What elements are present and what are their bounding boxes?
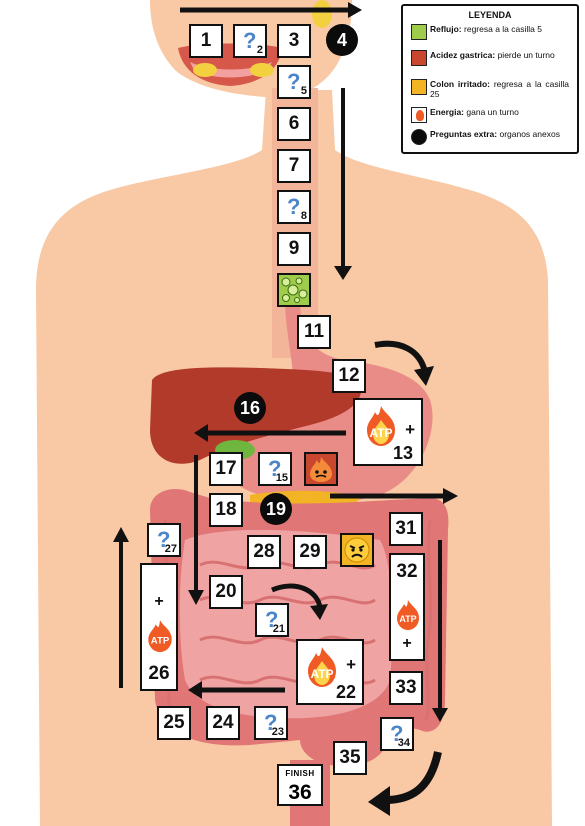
plus-label: + — [154, 593, 164, 610]
board-cell-28[interactable]: 28 — [247, 535, 281, 569]
plus-label: + — [346, 655, 356, 674]
legend-title: LEYENDA — [468, 10, 512, 20]
cell-number: 26 — [148, 663, 170, 684]
legend-item-energy: Energia: gana un turno — [411, 107, 569, 123]
legend-text: gana un turno — [466, 107, 519, 117]
legend-term: Acidez gastrica: — [430, 50, 496, 60]
black-circle-icon — [411, 129, 427, 145]
reflux-icon — [281, 277, 308, 303]
board-cell-5-question[interactable]: ? 5 — [277, 65, 311, 99]
legend-item-colon: Colon irritado: regresa a la casilla 25 — [411, 79, 569, 99]
board-cell-32-energy[interactable]: 32 ATP + — [389, 553, 425, 661]
board-cell-18[interactable]: 18 — [209, 493, 243, 527]
board-cell-27-question[interactable]: ? 27 — [147, 523, 181, 557]
board-cell-1[interactable]: 1 — [189, 24, 223, 58]
finish-label: FINISH — [285, 769, 315, 778]
board-cell-17[interactable]: 17 — [209, 452, 243, 486]
energy-flame-icon — [411, 107, 427, 123]
board-cell-35[interactable]: 35 — [333, 741, 367, 775]
cell-number: 22 — [335, 682, 356, 702]
angry-face-icon — [411, 79, 427, 95]
question-icon: ? — [390, 721, 404, 746]
cell-number: 36 — [288, 781, 312, 804]
angry-face-icon — [344, 537, 370, 563]
board-cell-20[interactable]: 20 — [209, 575, 243, 609]
atp-label: ATP — [369, 426, 392, 440]
board-cell-24[interactable]: 24 — [206, 706, 240, 740]
board-cell-25[interactable]: 25 — [157, 706, 191, 740]
legend-item-acid: Acidez gastrica: pierde un turno — [411, 50, 569, 66]
legend-term: Colon irritado: — [430, 79, 490, 89]
board-cell-16-extra-question[interactable]: 16 — [234, 392, 266, 424]
legend-term: Energia: — [430, 107, 465, 117]
question-icon: ? — [157, 527, 171, 552]
board-cell-22-energy[interactable]: ATP + 22 — [296, 639, 364, 705]
acid-icon — [411, 50, 427, 66]
board-cell-14-acid[interactable] — [304, 452, 338, 486]
board-cell-9[interactable]: 9 — [277, 232, 311, 266]
board-cell-30-irritated-colon[interactable] — [340, 533, 374, 567]
board-cell-4-extra-question[interactable]: 4 — [326, 24, 358, 56]
reflux-icon — [411, 24, 427, 40]
energy-flame-icon: ATP — [367, 406, 395, 446]
question-icon: ? — [264, 710, 278, 735]
atp-label: ATP — [399, 614, 416, 624]
board-cell-36-finish[interactable]: FINISH 36 — [277, 764, 323, 806]
board-cell-11[interactable]: 11 — [297, 315, 331, 349]
board-cell-23-question[interactable]: ? 23 — [254, 706, 288, 740]
question-icon: ? — [287, 69, 301, 94]
plus-label: + — [402, 635, 412, 652]
board-cell-26-energy[interactable]: + ATP 26 — [140, 563, 178, 691]
legend-term: Reflujo: — [430, 24, 462, 34]
legend-item-reflux: Reflujo: regresa a la casilla 5 — [411, 24, 569, 40]
board-cell-6[interactable]: 6 — [277, 107, 311, 141]
legend-text: regresa a la casilla 25 — [430, 79, 569, 99]
board-cell-21-question[interactable]: ? 21 — [255, 603, 289, 637]
question-icon: ? — [287, 194, 301, 219]
cell-number: 32 — [396, 561, 418, 582]
board-cell-31[interactable]: 31 — [389, 512, 423, 546]
question-icon: ? — [265, 607, 279, 632]
board-cell-2-question[interactable]: ? 2 — [233, 24, 267, 58]
board-cell-7[interactable]: 7 — [277, 149, 311, 183]
board-cell-15-question[interactable]: ? 15 — [258, 452, 292, 486]
board-cell-19-extra-question[interactable]: 19 — [260, 493, 292, 525]
board-cell-10-reflux[interactable] — [277, 273, 311, 307]
energy-flame-icon: ATP — [397, 600, 419, 630]
board-cell-12[interactable]: 12 — [332, 359, 366, 393]
board-cell-33[interactable]: 33 — [389, 671, 423, 705]
energy-flame-icon: ATP — [148, 620, 172, 652]
legend-panel: LEYENDA Reflujo: regresa a la casilla 5 … — [401, 4, 579, 154]
legend-text: organos anexos — [499, 129, 560, 139]
atp-label: ATP — [310, 667, 333, 681]
legend-text: regresa a la casilla 5 — [464, 24, 542, 34]
board-cell-34-question[interactable]: ? 34 — [380, 717, 414, 751]
question-icon: ? — [268, 456, 282, 481]
board-cell-13-energy[interactable]: ATP + 13 — [353, 398, 423, 466]
legend-text: pierde un turno — [497, 50, 555, 60]
legend-item-extra-questions: Preguntas extra: organos anexos — [411, 129, 569, 145]
legend-term: Preguntas extra: — [430, 129, 498, 139]
energy-flame-icon: ATP — [308, 647, 336, 687]
acid-icon — [310, 457, 332, 482]
plus-label: + — [405, 420, 415, 439]
question-icon: ? — [243, 28, 257, 53]
path-arrows — [113, 2, 458, 816]
atp-label: ATP — [151, 635, 170, 646]
board-cell-3[interactable]: 3 — [277, 24, 311, 58]
board-cell-8-question[interactable]: ? 8 — [277, 190, 311, 224]
cell-number: 13 — [392, 443, 413, 463]
board-cell-29[interactable]: 29 — [293, 535, 327, 569]
